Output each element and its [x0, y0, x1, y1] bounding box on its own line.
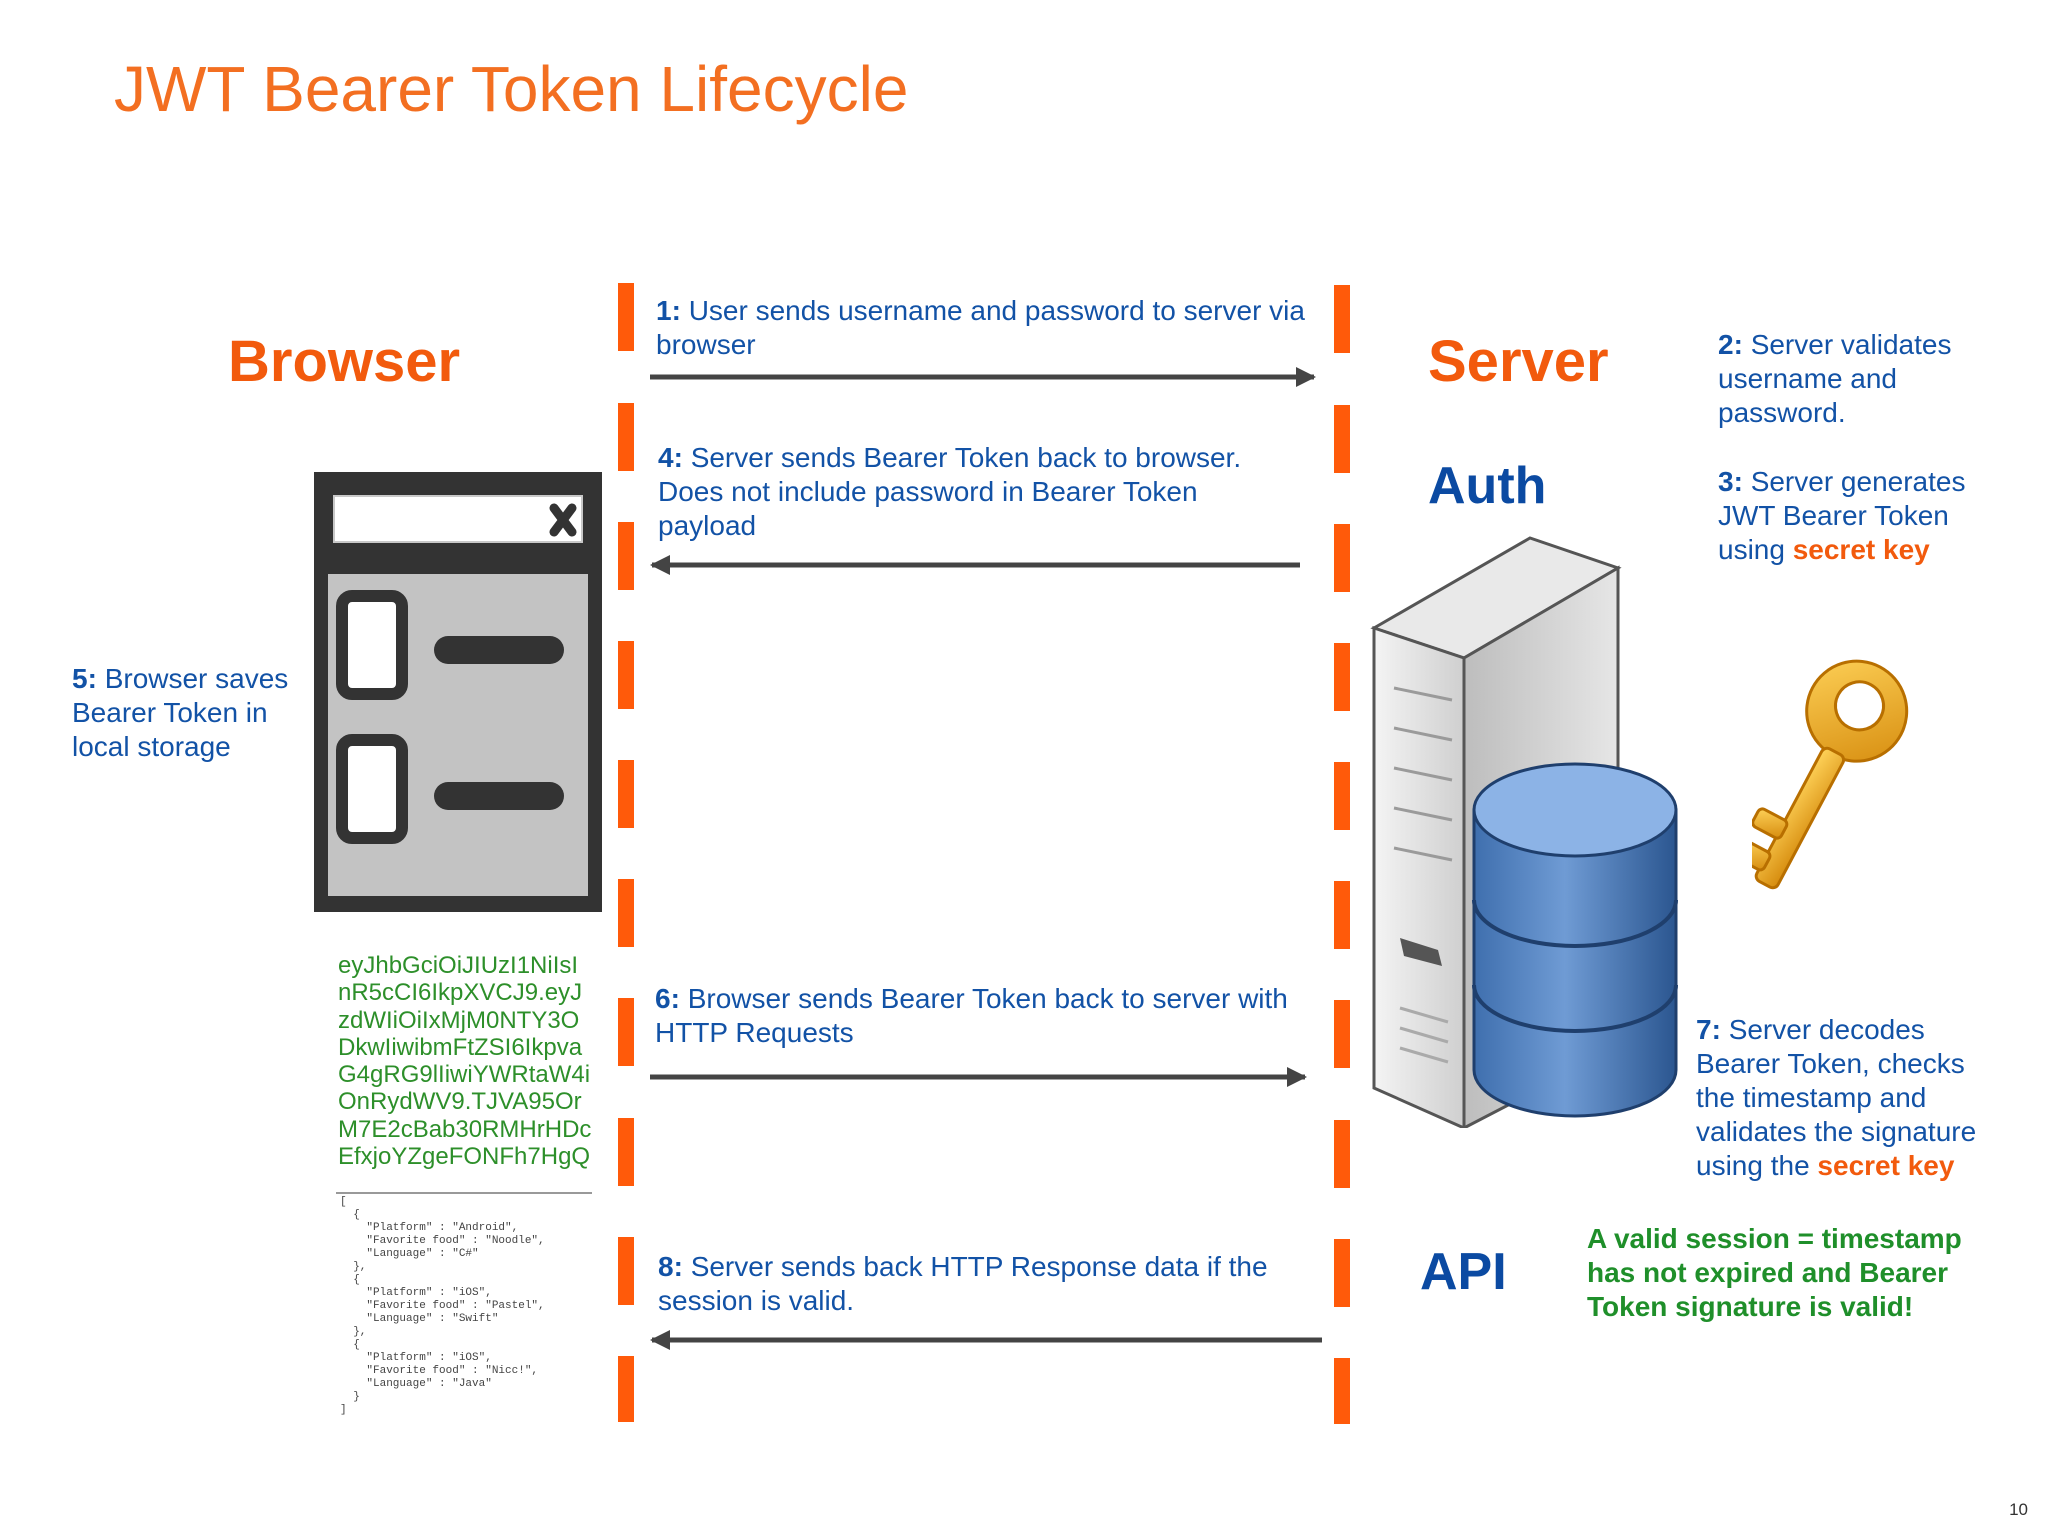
browser-header: Browser: [228, 329, 461, 394]
token-line: EfxjoYZgeFONFh7HgQ: [338, 1143, 591, 1171]
step-3-text: 3: Server generates JWT Bearer Token usi…: [1718, 466, 1966, 565]
auth-label: Auth: [1428, 457, 1547, 515]
secret-key-highlight: secret key: [1817, 1150, 1955, 1181]
step-4-text: 4: Server sends Bearer Token back to bro…: [658, 442, 1242, 541]
step-1-text: 1: User sends username and password to s…: [656, 295, 1305, 360]
step-7-text: 7: Server decodes Bearer Token, checks t…: [1696, 1014, 1977, 1181]
page-number: 10: [2009, 1500, 2028, 1519]
secret-key-icon: [1752, 659, 1909, 890]
token-line: nR5cCI6IkpXVCJ9.eyJ: [338, 979, 583, 1007]
token-line: zdWIiOiIxMjM0NTY3O: [338, 1006, 580, 1034]
close-icon: [549, 503, 577, 537]
token-line: eyJhbGciOiJIUzI1NiIsI: [338, 952, 579, 979]
step-2-text: 2: Server validates username and passwor…: [1718, 329, 1952, 428]
step-5-text: 5: Browser saves Bearer Token in local s…: [72, 663, 289, 762]
page-title: JWT Bearer Token Lifecycle: [114, 53, 909, 125]
server-header: Server: [1428, 329, 1609, 394]
token-line: M7E2cBab30RMHrHDc: [338, 1115, 592, 1143]
json-payload-divider: [336, 1192, 592, 1194]
valid-session-note: A valid session = timestamp has not expi…: [1587, 1223, 1962, 1322]
token-line: G4gRG9lIiwiYWRtaW4i: [338, 1061, 591, 1089]
encoded-bearer-token: eyJhbGciOiJIUzI1NiIsI nR5cCI6IkpXVCJ9.ey…: [338, 952, 591, 1170]
browser-window-icon: [314, 472, 602, 912]
step-8-text: 8: Server sends back HTTP Response data …: [658, 1251, 1268, 1316]
step-6-text: 6: Browser sends Bearer Token back to se…: [655, 983, 1288, 1048]
api-label: API: [1420, 1243, 1507, 1301]
token-line: OnRydWV9.TJVA95Or: [338, 1088, 582, 1116]
json-payload-sample: [ { "Platform" : "Android", "Favorite fo…: [340, 1196, 545, 1416]
secret-key-highlight: secret key: [1792, 534, 1930, 565]
token-line: DkwIiwibmFtZSI6Ikpva: [338, 1033, 583, 1061]
database-icon: [1472, 762, 1678, 1118]
